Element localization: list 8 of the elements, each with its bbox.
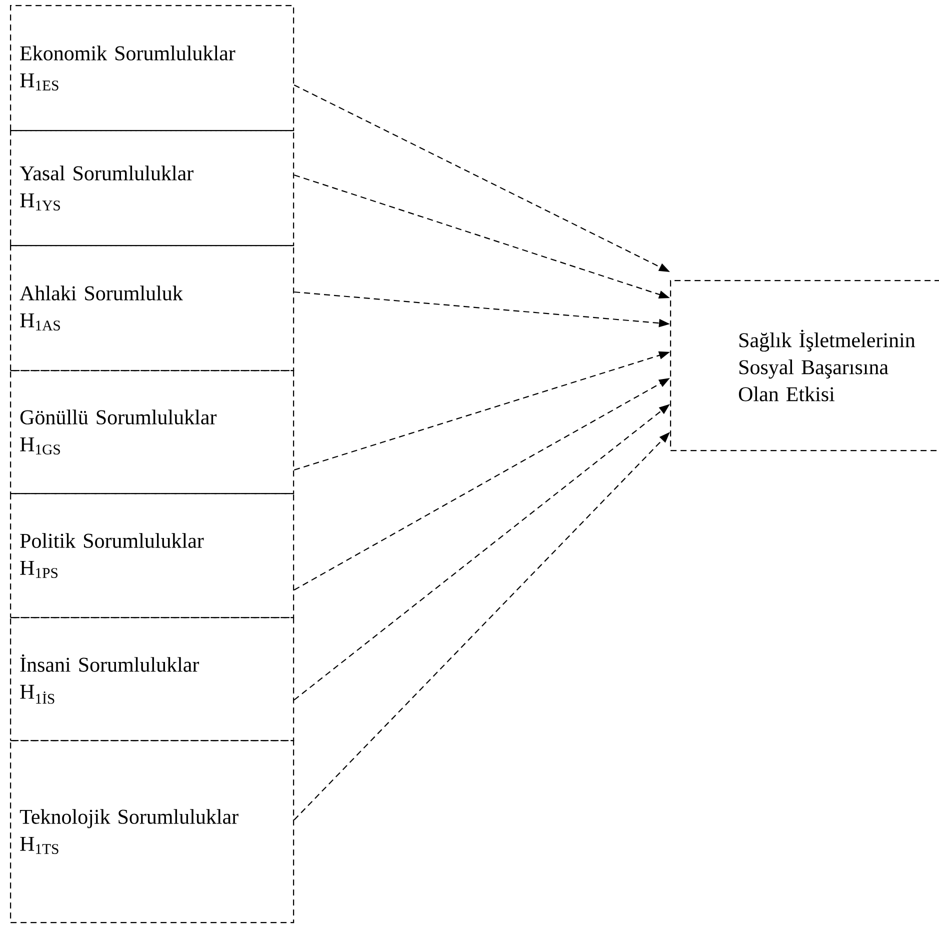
factor-box: Teknolojik Sorumluluklar H$_{1TS}$ (10, 740, 294, 924)
factor-box: Ekonomik Sorumluluklar H$_{1ES}$ (10, 5, 294, 132)
factor-box: Yasal Sorumluluklar H$_{1YS}$ (10, 130, 294, 246)
target-box: Sağlık İşletmelerinin Sosyal Başarısına Olan Etkisi (670, 280, 939, 452)
factor-box: İnsani Sorumluluklar H$_{1İS}$ (10, 617, 294, 742)
factor-box: Gönüllü Sorumluluklar H$_{1GS}$ (10, 370, 294, 494)
factor-box: Politik Sorumluluklar H$_{1PS}$ (10, 493, 294, 618)
factor-box: Ahlaki Sorumluluk H$_{1AS}$ (10, 245, 294, 372)
